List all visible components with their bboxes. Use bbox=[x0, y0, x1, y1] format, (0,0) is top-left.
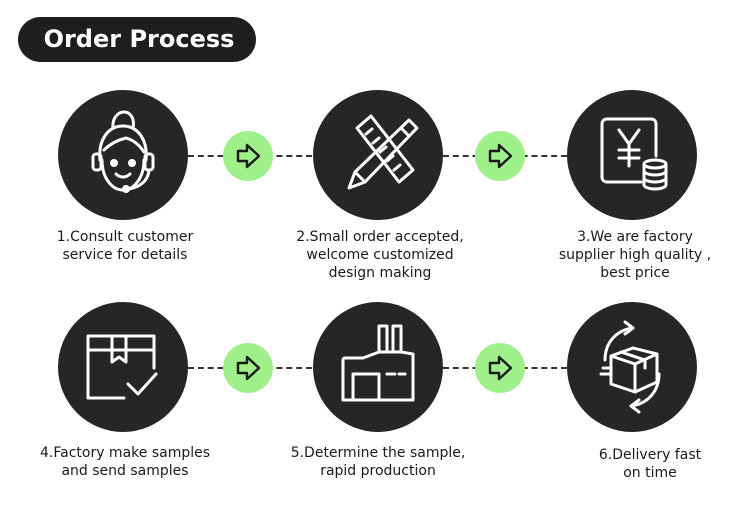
arrow-right-icon bbox=[236, 143, 261, 169]
page-title: Order Process bbox=[18, 17, 256, 62]
caption-line: welcome customized bbox=[306, 247, 454, 263]
factory-icon bbox=[341, 324, 415, 402]
step-3-circle bbox=[567, 90, 697, 220]
delivery-box-icon bbox=[599, 320, 661, 414]
caption-line: and send samples bbox=[61, 463, 189, 479]
step-1-caption: 1.Consult customer service for details bbox=[15, 228, 235, 264]
step-6-caption: 6.Delivery fast on time bbox=[540, 446, 750, 482]
step-4-caption: 4.Factory make samples and send samples bbox=[15, 444, 235, 480]
caption-line: 5.Determine the sample, bbox=[290, 445, 466, 461]
caption-line: service for details bbox=[62, 247, 188, 263]
arrow-badge-2 bbox=[475, 131, 525, 181]
yuan-coins-icon bbox=[600, 117, 668, 191]
step-1-circle bbox=[58, 90, 188, 220]
caption-line: rapid production bbox=[320, 463, 436, 479]
caption-line: 2.Small order accepted, bbox=[296, 229, 464, 245]
step-5-caption: 5.Determine the sample, rapid production bbox=[268, 444, 488, 480]
step-5-circle bbox=[313, 302, 443, 432]
pencil-ruler-icon bbox=[347, 114, 419, 190]
caption-line: supplier high quality , bbox=[558, 247, 712, 263]
caption-line: best price bbox=[600, 265, 670, 281]
box-checkmark-icon bbox=[86, 334, 158, 400]
caption-line: 1.Consult customer bbox=[56, 229, 194, 245]
arrow-badge-3 bbox=[223, 343, 273, 393]
caption-line: 4.Factory make samples bbox=[39, 445, 211, 461]
arrow-right-icon bbox=[236, 355, 261, 381]
arrow-right-icon bbox=[488, 355, 513, 381]
caption-line: design making bbox=[328, 265, 432, 281]
arrow-badge-4 bbox=[475, 343, 525, 393]
step-4-circle bbox=[58, 302, 188, 432]
arrow-right-icon bbox=[488, 143, 513, 169]
customer-service-icon bbox=[91, 110, 155, 193]
arrow-badge-1 bbox=[223, 131, 273, 181]
step-3-caption: 3.We are factory supplier high quality ,… bbox=[525, 228, 745, 282]
caption-line: 3.We are factory bbox=[577, 229, 693, 245]
step-2-circle bbox=[313, 90, 443, 220]
caption-line: on time bbox=[623, 465, 677, 481]
step-2-caption: 2.Small order accepted, welcome customiz… bbox=[270, 228, 490, 282]
caption-line: 6.Delivery fast bbox=[598, 447, 702, 463]
step-6-circle bbox=[567, 302, 697, 432]
